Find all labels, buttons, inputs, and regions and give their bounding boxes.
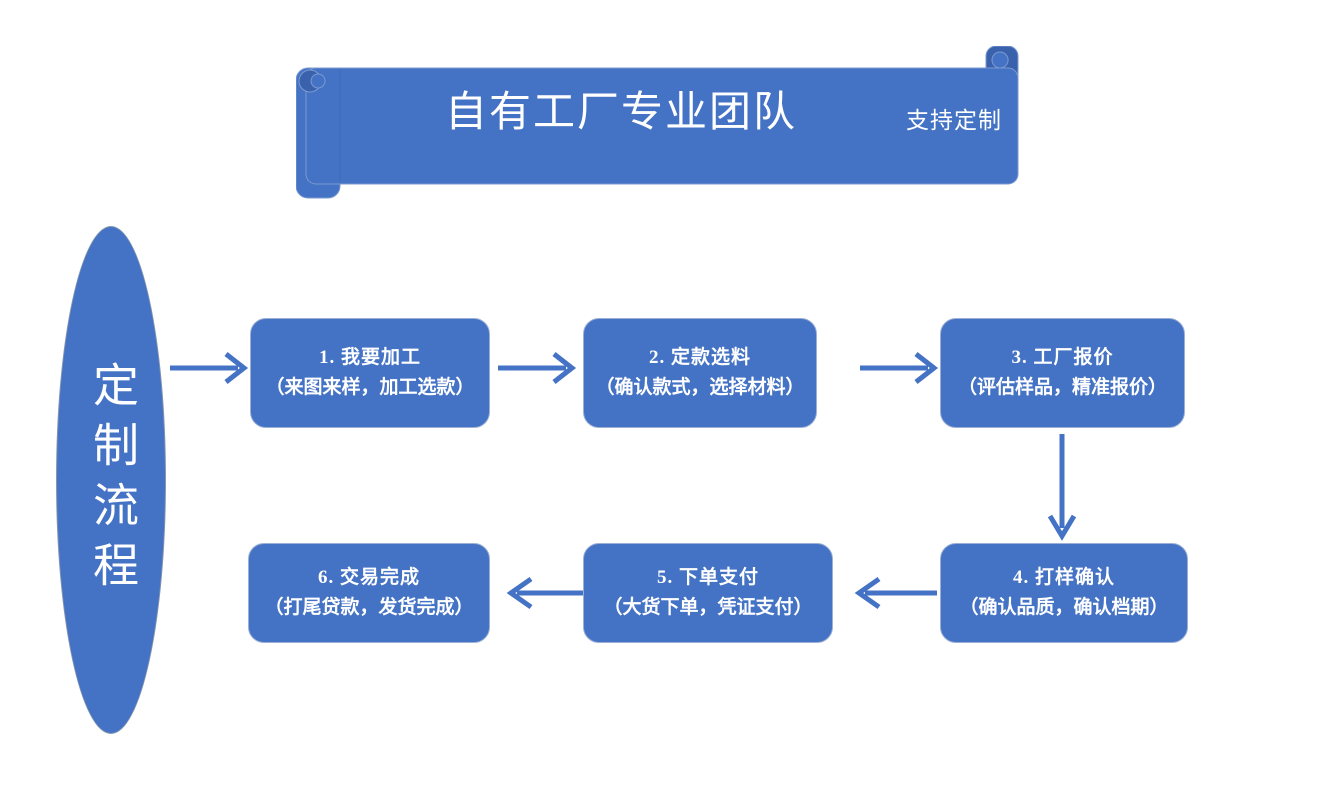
banner-subtitle: 支持定制	[906, 108, 1002, 133]
process-flow-oval: 定制流程	[56, 226, 166, 734]
process-step-5-detail: （大货下单，凭证支付）	[603, 597, 813, 618]
process-step-3-title: 3. 工厂报价	[1011, 347, 1114, 368]
process-step-4-title: 4. 打样确认	[1012, 567, 1115, 588]
process-step-2-detail: （确认款式，选择材料）	[595, 377, 805, 398]
process-step-1-title: 1. 我要加工	[318, 347, 421, 368]
banner-title: 自有工厂专业团队	[444, 90, 797, 136]
arrow-right-icon-step2-to-step3	[858, 348, 942, 388]
arrow-left-icon-step4-to-step5	[845, 573, 939, 613]
banner-ribbon: 自有工厂专业团队 支持定制	[296, 46, 1024, 200]
process-step-6[interactable]: 6. 交易完成 （打尾贷款，发货完成）	[248, 543, 490, 643]
banner-shape-icon	[296, 46, 1019, 199]
process-step-5[interactable]: 5. 下单支付 （大货下单，凭证支付）	[583, 543, 833, 643]
process-step-4[interactable]: 4. 打样确认 （确认品质，确认档期）	[940, 543, 1188, 643]
arrow-right-icon-step1-to-step2	[496, 348, 580, 388]
process-step-1-detail: （来图来样，加工选款）	[265, 377, 475, 398]
process-step-6-title: 6. 交易完成	[317, 567, 420, 588]
arrow-left-icon-step5-to-step6	[497, 573, 585, 613]
process-step-4-detail: （确认品质，确认档期）	[959, 597, 1169, 618]
process-step-3-detail: （评估样品，精准报价）	[957, 377, 1167, 398]
arrow-down-icon-step3-to-step4	[1042, 432, 1082, 542]
process-step-6-detail: （打尾贷款，发货完成）	[264, 597, 474, 618]
oval-label-wrap: 定制流程	[57, 227, 167, 735]
process-step-2-title: 2. 定款选料	[648, 347, 751, 368]
arrow-right-icon-oval-to-step1	[168, 348, 252, 388]
process-step-3[interactable]: 3. 工厂报价 （评估样品，精准报价）	[940, 318, 1185, 428]
process-step-5-title: 5. 下单支付	[656, 567, 759, 588]
process-step-1[interactable]: 1. 我要加工 （来图来样，加工选款）	[250, 318, 490, 428]
oval-label: 定制流程	[87, 361, 138, 601]
process-step-2[interactable]: 2. 定款选料 （确认款式，选择材料）	[583, 318, 817, 428]
